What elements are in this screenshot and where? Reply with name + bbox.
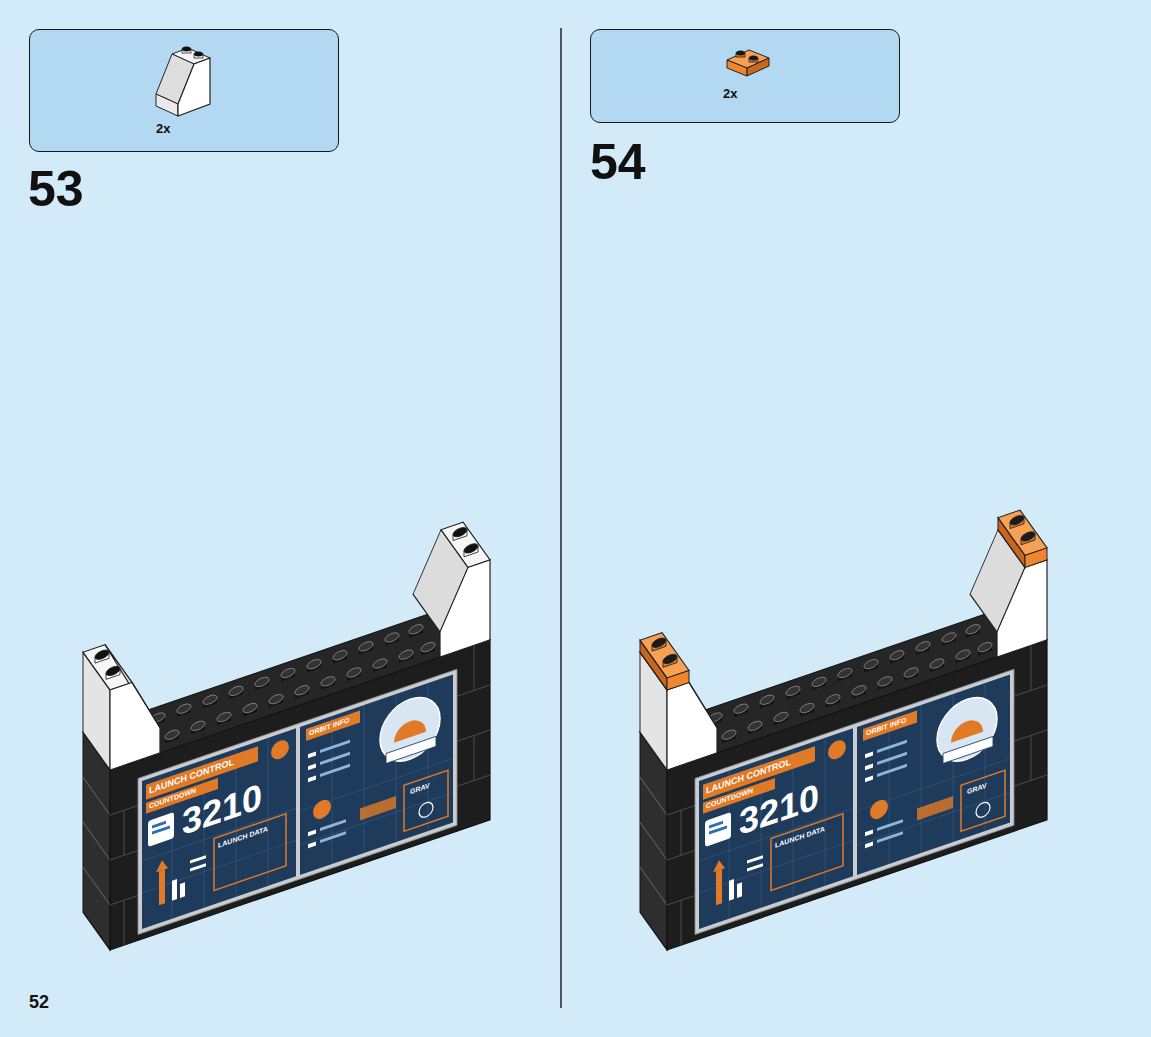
sticker-text: GRAV [410,781,430,797]
sticker-text: GRAV [967,781,987,797]
wall-model [83,513,490,959]
step-number: 54 [590,136,646,188]
slope-brick-icon [148,40,228,122]
step-number: 53 [28,163,84,215]
sticker-text: ORBIT INFO [309,715,349,739]
slope-brick-icon [156,94,178,116]
wall-model [640,513,1047,959]
slope-brick-icon [178,58,210,116]
sticker-text: ORBIT INFO [866,715,906,739]
part-quantity: 2x [156,121,170,136]
plate-icon [719,46,779,86]
step-divider [560,28,562,1008]
part-quantity: 2x [723,86,737,101]
slope-brick-icon [194,52,203,57]
slope-brick-icon [182,47,191,52]
plate-icon [749,56,758,61]
parts-callout: 2x [590,29,900,123]
parts-callout: 2x [29,29,339,152]
plate-icon [727,60,747,76]
page-number: 52 [29,992,49,1012]
orange-plates [640,501,1047,699]
plate-icon [747,58,769,76]
plate-icon [736,51,745,56]
